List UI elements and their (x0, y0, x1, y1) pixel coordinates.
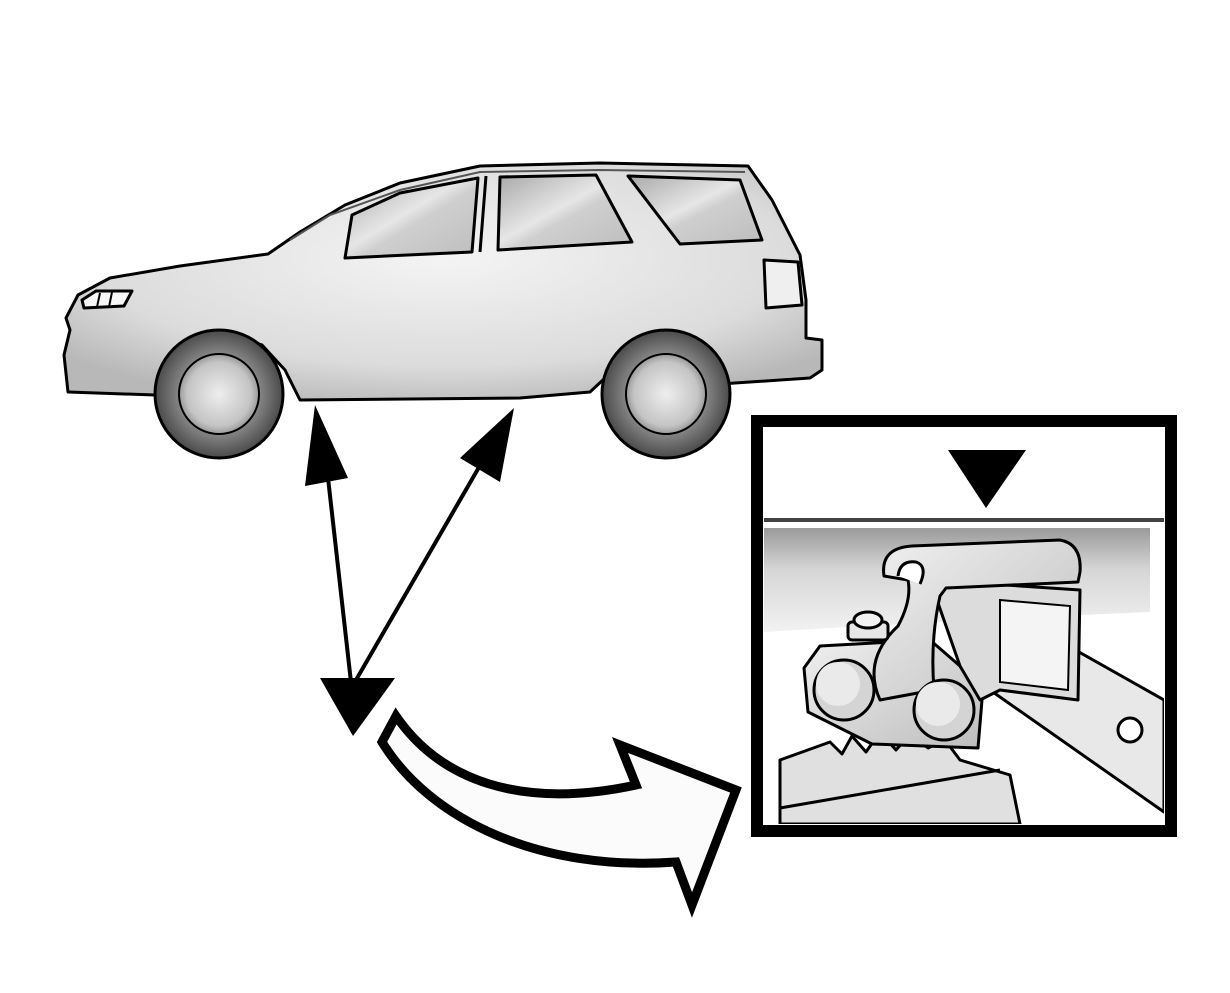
arrowhead-front-icon (305, 405, 348, 486)
jack-point-marker-icon (320, 678, 395, 736)
rear-wheel (600, 328, 732, 460)
inset-pointer-icon (948, 450, 1026, 508)
jack-detail-inset (751, 415, 1177, 837)
rivet-left (812, 658, 876, 722)
curved-callout-arrow-icon (376, 707, 742, 918)
rivet-right (912, 678, 976, 742)
jack-saddle-hook (872, 538, 1082, 702)
rear-quarter-window (626, 174, 764, 246)
jacking-point-arrows (305, 405, 514, 736)
locking-stud (846, 610, 890, 642)
tail-light (762, 258, 804, 310)
suv-illustration (62, 161, 824, 460)
arrow-to-rear-jack-point (354, 460, 484, 682)
headlight (80, 289, 134, 310)
front-wheel (153, 328, 285, 460)
front-window (343, 176, 480, 260)
arrow-to-front-jack-point (324, 459, 355, 701)
arrowhead-rear-icon (460, 408, 514, 482)
rear-door-window (496, 173, 634, 252)
